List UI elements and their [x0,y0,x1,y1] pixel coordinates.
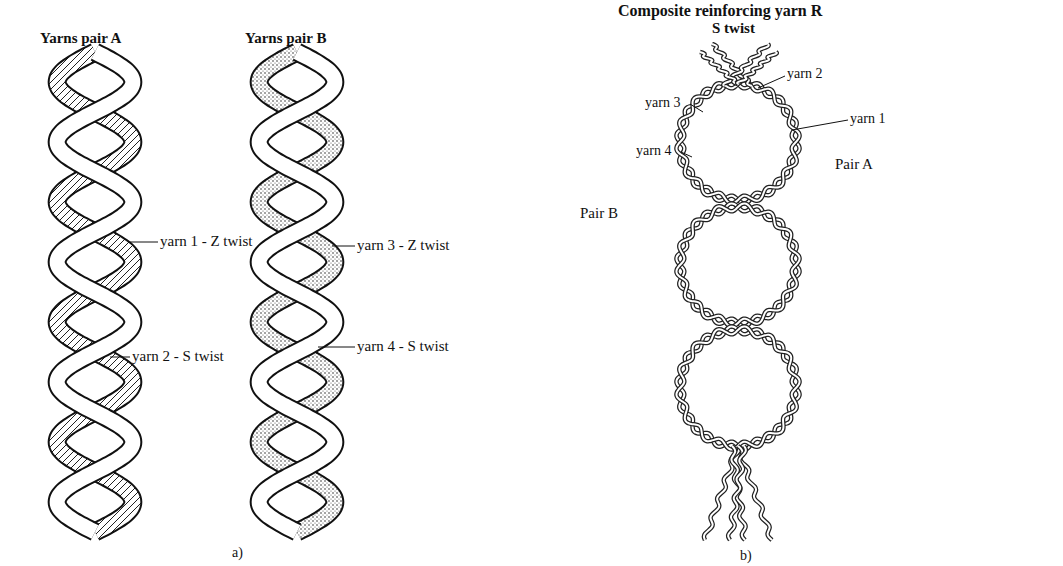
yarn-label: yarn 3 - Z twist [357,237,449,254]
yarn-label: Composite reinforcing yarn R [618,2,822,20]
yarn-label: yarn 3 [645,95,680,110]
yarn-label: Pair B [580,205,618,222]
yarn-outline [259,52,335,532]
yarn-helices [57,52,335,532]
yarn-label: yarn 1 [850,111,885,126]
thread-outline [738,446,772,540]
yarn-label: yarn 4 - S twist [357,338,449,355]
thread-outline [700,52,738,84]
yarn-outline [57,52,133,532]
leader-line [110,357,130,358]
yarn-label: yarn 1 - Z twist [160,233,252,250]
leader-line [792,120,848,130]
thread [676,80,799,203]
leader-line [318,347,355,348]
thread-outline [676,203,799,326]
thread [738,446,772,540]
yarn-label: Yarns pair B [245,30,326,47]
yarn-label: Yarns pair A [40,30,121,47]
thread [676,326,799,449]
yarn-label: yarn 2 - S twist [132,348,224,365]
thread-outline [676,326,799,449]
yarn-label: yarn 2 [787,66,822,81]
yarn-label: b) [740,548,752,563]
yarn-label: Pair A [835,156,873,173]
yarn-outline [57,52,133,532]
yarn-label: a) [232,545,243,560]
thread-outline [728,446,746,540]
yarn-strand [57,52,133,532]
yarn-outline [259,52,335,532]
thread [700,52,738,84]
thread [728,446,746,540]
thread-outline [676,326,799,449]
composite-rings [676,44,799,540]
yarn-strand [259,52,335,532]
leader-line [681,152,692,157]
thread [676,326,799,449]
thread [676,203,799,326]
thread-outline [676,80,799,203]
leader-line [130,242,158,243]
thread [737,52,777,84]
thread [676,203,799,326]
thread-outline [676,203,799,326]
thread-outline [737,52,777,84]
thread-outline [676,80,799,203]
leader-line [332,246,355,247]
yarn-strand [57,52,133,532]
leader-lines [110,76,848,357]
leader-line [758,76,785,88]
thread [676,80,799,203]
yarn-label: yarn 4 [636,143,671,158]
yarn-label: S twist [712,20,755,37]
yarn-strand [259,52,335,532]
leader-line [690,104,703,112]
